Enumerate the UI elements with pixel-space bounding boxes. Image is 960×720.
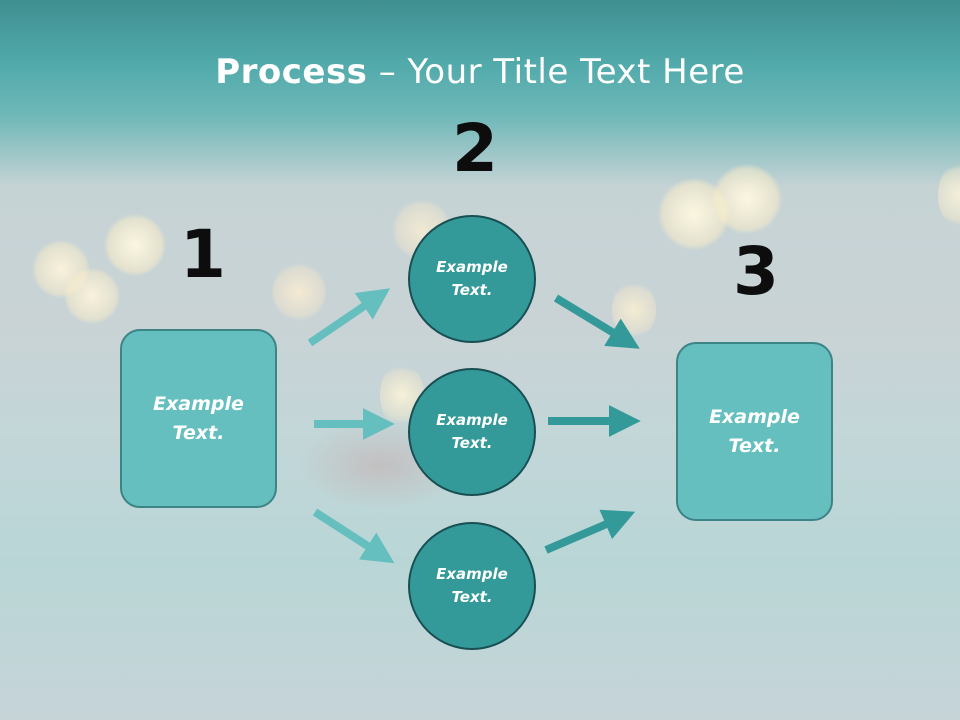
circle-bottom: Example Text. (408, 522, 536, 650)
circle-middle-label: Example Text. (436, 411, 508, 452)
left-text-box-label: Example Text. (153, 392, 244, 444)
slide-title: Process – Your Title Text Here (0, 52, 960, 92)
right-text-box-label: Example Text. (709, 405, 800, 457)
arrow-to-circle-top (307, 288, 391, 347)
circle-top-label: Example Text. (436, 258, 508, 299)
step-number-2: 2 (452, 110, 498, 187)
circle-top: Example Text. (408, 215, 536, 343)
left-text-box: Example Text. (120, 329, 277, 508)
circle-bottom-label: Example Text. (436, 565, 508, 606)
circle-middle: Example Text. (408, 368, 536, 496)
step-number-1: 1 (180, 216, 226, 293)
arrow-from-circle-top (553, 294, 640, 349)
right-text-box: Example Text. (676, 342, 833, 521)
title-rest: – Your Title Text Here (367, 52, 745, 92)
arrow-from-circle-bottom (544, 509, 636, 554)
arrow-to-circle-bottom (312, 508, 395, 564)
title-bold: Process (215, 52, 368, 92)
step-number-3: 3 (733, 233, 779, 310)
